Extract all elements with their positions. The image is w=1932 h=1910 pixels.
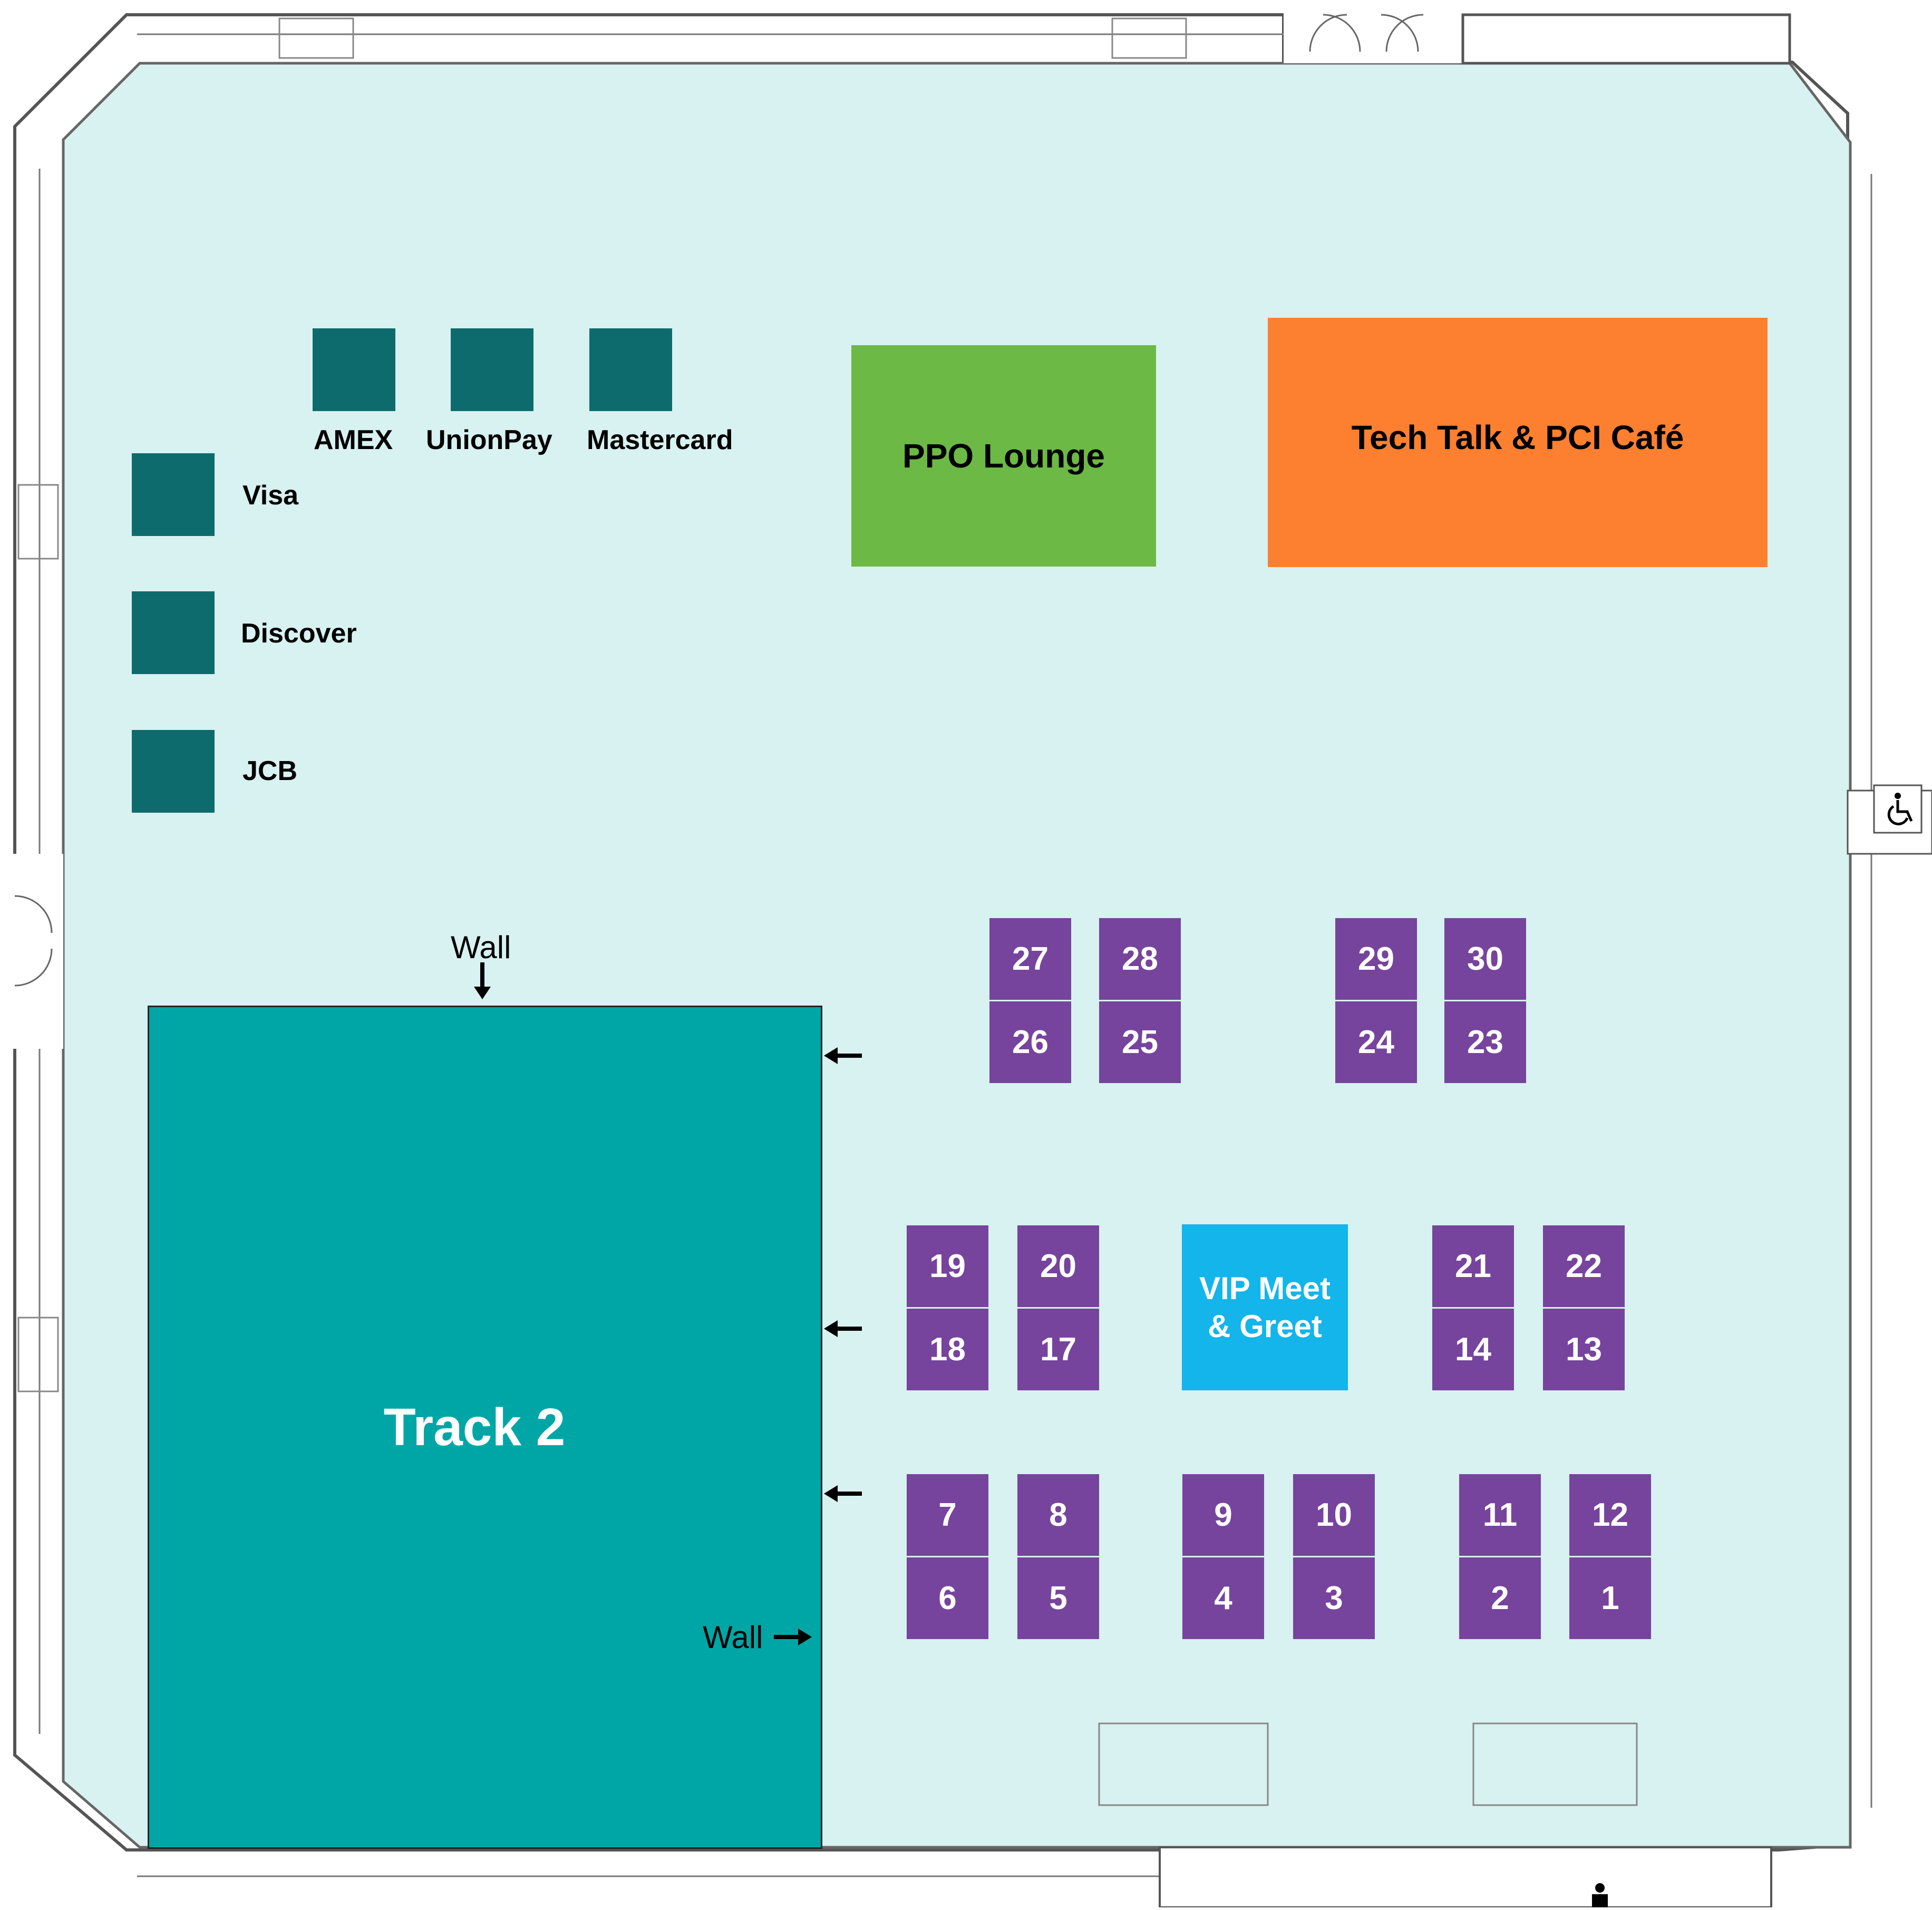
left-arrow-icon	[824, 1046, 862, 1068]
booth-2[interactable]: 2	[1459, 1557, 1541, 1639]
booth-4[interactable]: 4	[1182, 1557, 1264, 1639]
wheelchair-icon	[1881, 791, 1918, 827]
booth-13[interactable]: 13	[1543, 1309, 1625, 1390]
booth-21[interactable]: 21	[1432, 1225, 1514, 1307]
booth-18[interactable]: 18	[907, 1309, 988, 1390]
booth-3[interactable]: 3	[1293, 1557, 1375, 1639]
booth-26[interactable]: 26	[989, 1001, 1071, 1083]
booth-28[interactable]: 28	[1099, 918, 1181, 1000]
booth-11[interactable]: 11	[1459, 1474, 1541, 1556]
vip-label-line2: & Greet	[1208, 1308, 1322, 1344]
sponsor-label-jcb: JCB	[242, 756, 298, 786]
sponsor-kiosk-mastercard[interactable]	[589, 328, 672, 411]
booth-22[interactable]: 22	[1543, 1225, 1625, 1307]
booth-14[interactable]: 14	[1432, 1309, 1514, 1390]
booth-12[interactable]: 12	[1569, 1474, 1651, 1556]
down-arrow-icon	[473, 962, 492, 1002]
sponsor-kiosk-unionpay[interactable]	[451, 328, 533, 411]
booth-5[interactable]: 5	[1017, 1557, 1099, 1639]
booth-25[interactable]: 25	[1099, 1001, 1181, 1083]
booth-20[interactable]: 20	[1017, 1225, 1099, 1307]
sponsor-label-visa: Visa	[242, 480, 299, 511]
booth-6[interactable]: 6	[907, 1557, 988, 1639]
booth-7[interactable]: 7	[907, 1474, 988, 1556]
sponsor-label-unionpay: UnionPay	[426, 425, 552, 455]
booth-9[interactable]: 9	[1182, 1474, 1264, 1556]
sponsor-kiosk-visa[interactable]	[132, 453, 215, 536]
vip-label-line1: VIP Meet	[1199, 1270, 1331, 1306]
sponsor-label-mastercard: Mastercard	[587, 425, 733, 455]
ppo-lounge-zone[interactable]: PPO Lounge	[851, 345, 1156, 567]
sponsor-label-discover: Discover	[241, 618, 357, 649]
ppo-lounge-label: PPO Lounge	[902, 437, 1105, 475]
tech-talk-label: Tech Talk & PCI Café	[1351, 418, 1684, 456]
sponsor-label-amex: AMEX	[314, 425, 393, 455]
track-2-label: Track 2	[383, 1397, 566, 1457]
person-icon	[1581, 1882, 1618, 1907]
tech-talk-zone[interactable]: Tech Talk & PCI Café	[1268, 318, 1768, 567]
booth-23[interactable]: 23	[1444, 1001, 1526, 1083]
sponsor-kiosk-discover[interactable]	[132, 591, 215, 674]
booth-17[interactable]: 17	[1017, 1309, 1099, 1390]
left-arrow-icon	[824, 1484, 862, 1506]
booth-24[interactable]: 24	[1335, 1001, 1417, 1083]
sponsor-kiosk-amex[interactable]	[313, 328, 395, 411]
vip-meet-greet-zone[interactable]: VIP Meet & Greet	[1182, 1224, 1348, 1390]
track-2-area[interactable]: Track 2	[148, 1006, 822, 1849]
wall-label-top: Wall	[451, 930, 511, 965]
left-arrow-icon	[824, 1319, 862, 1341]
booth-27[interactable]: 27	[989, 918, 1071, 1000]
right-arrow-icon	[774, 1628, 812, 1649]
booth-30[interactable]: 30	[1444, 918, 1526, 1000]
booth-29[interactable]: 29	[1335, 918, 1417, 1000]
sponsor-kiosk-jcb[interactable]	[132, 730, 215, 813]
booth-10[interactable]: 10	[1293, 1474, 1375, 1556]
booth-19[interactable]: 19	[907, 1225, 988, 1307]
wall-label-right: Wall	[703, 1620, 763, 1655]
booth-8[interactable]: 8	[1017, 1474, 1099, 1556]
booth-1[interactable]: 1	[1569, 1557, 1651, 1639]
